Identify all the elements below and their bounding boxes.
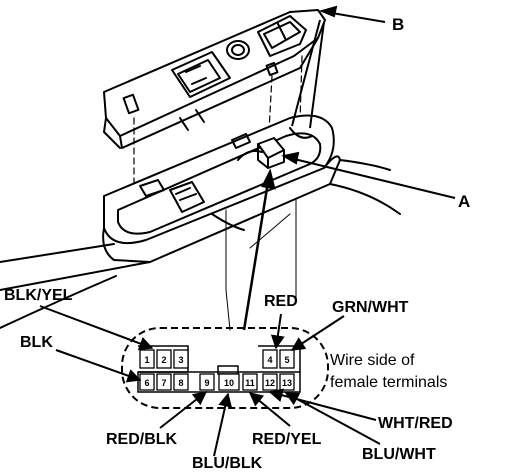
leader-wht-red bbox=[268, 388, 377, 421]
connector-pointer-arrow bbox=[242, 168, 276, 331]
leader-red-yel bbox=[248, 392, 291, 427]
wire-label-red: RED bbox=[264, 293, 298, 310]
wire-label-blu-blk: BLU/BLK bbox=[192, 455, 263, 472]
leader-grn-wht bbox=[290, 315, 345, 351]
note-line-2: female terminals bbox=[330, 374, 447, 391]
switch-panel-illustration bbox=[103, 9, 326, 191]
wire-label-red-blk: RED/BLK bbox=[106, 431, 178, 448]
pin-8-number: 8 bbox=[178, 378, 183, 388]
pin-2-cell bbox=[156, 349, 172, 369]
pin-10-number: 10 bbox=[224, 378, 234, 388]
callout-arrows bbox=[281, 5, 456, 199]
pin-7-cell bbox=[156, 373, 172, 391]
pin-11-number: 11 bbox=[245, 378, 255, 388]
wire-labels: BLK/YEL BLK RED GRN/WHT RED/BLK BLU/BLK … bbox=[4, 287, 453, 472]
connector-pin-numbers: 1 2 3 4 5 6 7 8 9 10 11 12 13 bbox=[144, 355, 292, 388]
callout-b-label: B bbox=[392, 15, 404, 34]
pin-9-cell bbox=[199, 373, 215, 391]
pin-8-cell bbox=[173, 373, 189, 391]
leader-blk-yel bbox=[39, 305, 154, 351]
connector-pin-cells bbox=[139, 349, 295, 391]
wire-leader-lines bbox=[39, 305, 381, 457]
pin-11-cell bbox=[242, 373, 258, 391]
wire-label-blk: BLK bbox=[20, 334, 53, 351]
pin-2-number: 2 bbox=[161, 355, 166, 365]
wire-label-blk-yel: BLK/YEL bbox=[4, 287, 73, 304]
pin-4-number: 4 bbox=[267, 355, 272, 365]
pin-12-number: 12 bbox=[265, 378, 275, 388]
pin-13-number: 13 bbox=[282, 378, 292, 388]
leader-blk bbox=[55, 349, 142, 383]
pin-5-number: 5 bbox=[284, 355, 289, 365]
pin-9-number: 9 bbox=[204, 378, 209, 388]
leader-blu-blk bbox=[213, 392, 233, 457]
pin-3-number: 3 bbox=[178, 355, 183, 365]
pin-4-cell bbox=[262, 349, 278, 369]
wire-label-wht-red: WHT/RED bbox=[378, 415, 453, 432]
pin-7-number: 7 bbox=[161, 378, 166, 388]
pin-5-cell bbox=[279, 349, 295, 369]
wire-label-red-yel: RED/YEL bbox=[252, 431, 322, 448]
pin-3-cell bbox=[173, 349, 189, 369]
armrest-illustration bbox=[0, 114, 401, 331]
leader-blu-wht bbox=[284, 392, 381, 445]
leader-red-blk bbox=[159, 391, 208, 429]
leader-red bbox=[270, 313, 285, 350]
callout-a-label: A bbox=[458, 192, 470, 211]
wire-label-blu-wht: BLU/WHT bbox=[362, 446, 436, 463]
wire-label-grn-wht: GRN/WHT bbox=[332, 299, 409, 316]
pin-6-number: 6 bbox=[144, 378, 149, 388]
connector-note: Wire side of female terminals bbox=[330, 352, 447, 391]
note-line-1: Wire side of bbox=[330, 352, 415, 369]
pin-13-cell bbox=[279, 373, 295, 391]
pin-10-cell bbox=[218, 373, 240, 391]
pin-1-number: 1 bbox=[144, 355, 149, 365]
